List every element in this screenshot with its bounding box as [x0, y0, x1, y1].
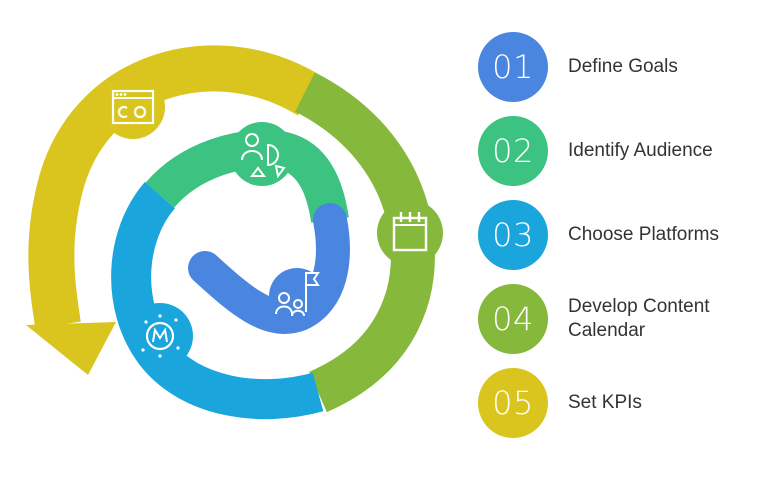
step-number-badge: 03	[478, 200, 548, 270]
step-label: Choose Platforms	[568, 224, 720, 245]
step-choose-platforms: 03 Choose Platforms	[478, 200, 758, 270]
audience-chart-icon	[230, 122, 294, 186]
arc-set-kpis	[26, 45, 323, 375]
step-number-badge: 04	[478, 284, 548, 354]
target-people-icon	[269, 268, 325, 324]
step-label: Identify Audience	[568, 140, 713, 161]
step-number-badge: 05	[478, 368, 548, 438]
step-number-badge: 02	[478, 116, 548, 186]
kpi-dashboard-icon	[101, 75, 165, 139]
step-label: Set KPIs	[568, 392, 642, 413]
step-label: Define Goals	[568, 56, 678, 77]
step-number-badge: 01	[478, 32, 548, 102]
step-label: Develop Content Calendar	[568, 296, 710, 341]
step-define-goals: 01 Define Goals	[478, 32, 758, 102]
step-set-kpis: 05 Set KPIs	[478, 368, 758, 438]
platforms-bubble-icon	[127, 303, 193, 369]
calendar-icon	[377, 200, 443, 266]
step-content-calendar: 04 Develop Content Calendar	[478, 284, 758, 354]
arc-content-calendar	[294, 72, 435, 413]
step-identify-audience: 02 Identify Audience	[478, 116, 758, 186]
